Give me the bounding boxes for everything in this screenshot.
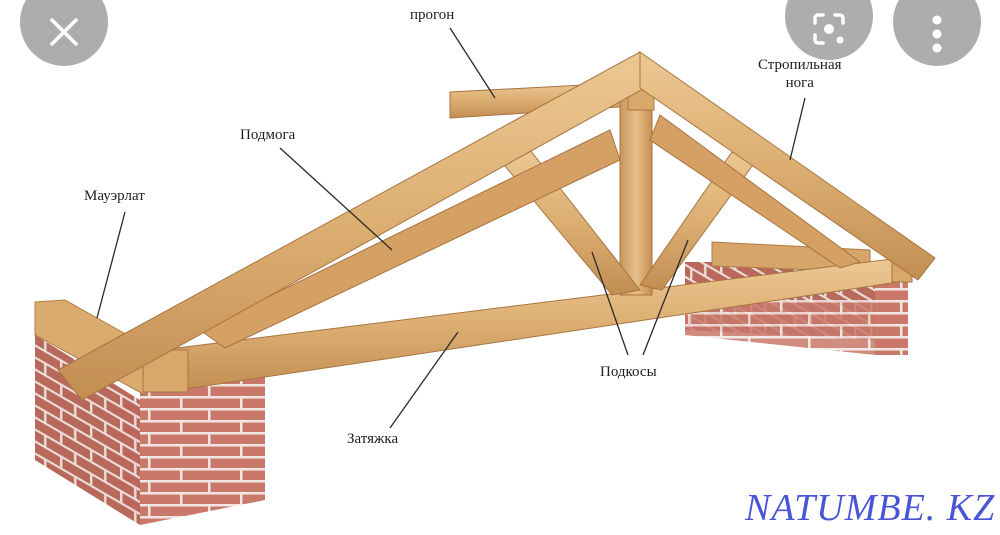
label-rafter-leg: Стропильная нога (758, 56, 842, 92)
label-rafter-leg-line2: нога (785, 75, 814, 91)
label-rafter-leg-line1: Стропильная (758, 57, 842, 73)
left-brick-wall (35, 335, 265, 525)
label-purlin: прогон (410, 7, 455, 23)
support-beam-left (199, 129, 621, 349)
king-post (619, 79, 655, 296)
more-vertical-icon (932, 15, 942, 53)
label-tie-beam: Затяжка (347, 431, 399, 447)
leader-lines (96, 27, 806, 429)
label-mauerlat: Мауэрлат (84, 188, 145, 204)
close-icon (50, 18, 78, 46)
watermark: NATUMBE. KZ (745, 487, 996, 529)
more-options-button[interactable] (893, 0, 981, 66)
support-beam-right (649, 114, 862, 269)
label-support: Подмога (240, 127, 296, 143)
lens-search-icon (813, 13, 845, 45)
label-struts: Подкосы (600, 364, 657, 380)
rafter-right (639, 51, 936, 281)
